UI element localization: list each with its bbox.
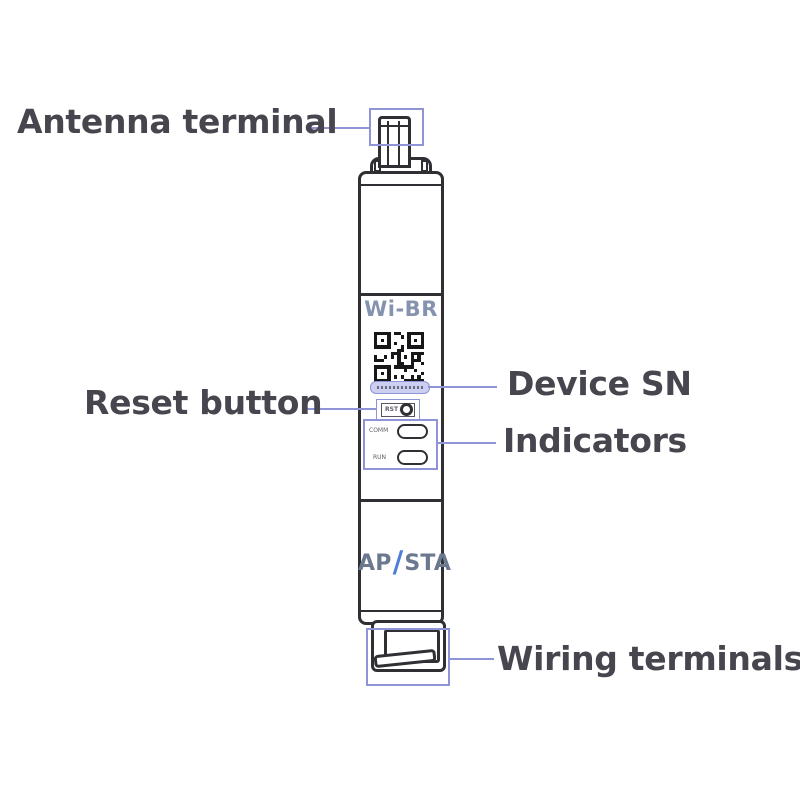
serial-number-highlight	[370, 381, 430, 394]
antenna-connector-line-right	[398, 121, 400, 165]
body-top-cap-line	[361, 184, 441, 186]
device-body	[358, 171, 444, 625]
reset-button-circle	[400, 403, 413, 416]
indicator-label-comm: COMM	[369, 427, 389, 434]
indicator-label-run: RUN	[373, 454, 387, 461]
callout-label-wiring: Wiring terminals	[497, 639, 800, 678]
callout-label-antenna: Antenna terminal	[17, 102, 338, 141]
antenna-highlight-box	[369, 108, 424, 146]
wiring-highlight-box	[366, 628, 450, 686]
callout-line-reset	[303, 408, 376, 410]
callout-label-indicators: Indicators	[503, 421, 687, 460]
reset-label: RST	[385, 406, 399, 413]
indicator-led-run	[397, 450, 428, 465]
antenna-connector-line-left	[387, 121, 389, 165]
model-label: Wi-BR	[364, 297, 438, 321]
mode-prefix: AP	[358, 551, 392, 576]
body-bottom-cap-line	[361, 610, 441, 612]
callout-line-indicators	[438, 442, 496, 444]
callout-line-device-sn	[428, 386, 497, 388]
antenna-connector	[378, 116, 411, 168]
callout-line-antenna	[312, 127, 369, 129]
callout-line-wiring	[450, 658, 494, 660]
indicators-highlight-box	[363, 419, 438, 470]
qr-code	[374, 332, 424, 382]
body-divider-upper	[361, 293, 441, 296]
mode-suffix: STA	[404, 551, 452, 576]
body-divider-lower	[361, 499, 441, 502]
mode-slash: /	[392, 545, 404, 579]
callout-label-device-sn: Device SN	[507, 364, 692, 403]
serial-number-marks	[377, 386, 423, 389]
mode-label: AP/STA	[358, 548, 451, 577]
callout-label-reset: Reset button	[84, 383, 323, 422]
indicator-led-comm	[397, 424, 428, 439]
antenna-connector-cap-line	[381, 125, 408, 127]
